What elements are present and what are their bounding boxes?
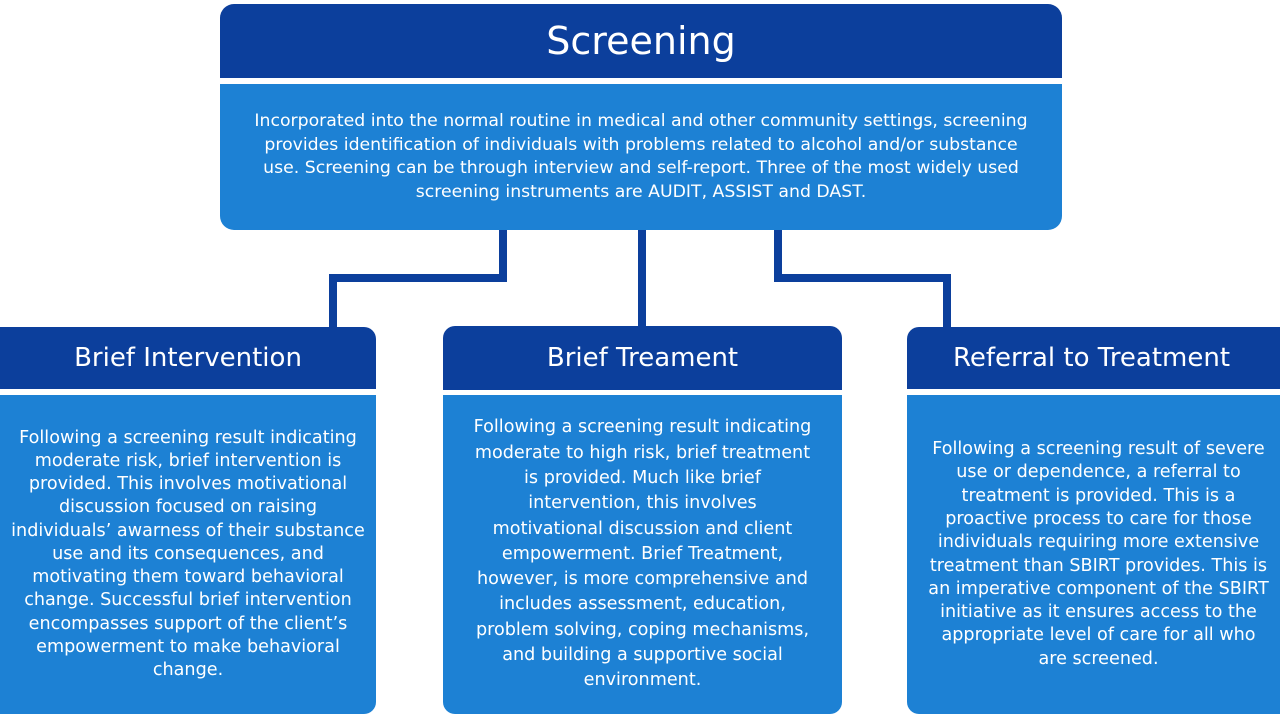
screening-header: Screening	[220, 4, 1062, 78]
connector-screening-to-referral	[774, 230, 951, 327]
referral-to-treatment-title: Referral to Treatment	[953, 343, 1231, 373]
connector-screening-to-brief-intervention	[329, 230, 507, 327]
brief-intervention-description: Following a screening result indicating …	[11, 427, 365, 680]
brief-treatment-body: Following a screening result indicating …	[443, 395, 842, 714]
referral-to-treatment-body: Following a screening result of severe u…	[907, 395, 1280, 714]
brief-treatment-description: Following a screening result indicating …	[473, 417, 812, 691]
brief-treatment-header: Brief Treament	[443, 326, 842, 390]
referral-to-treatment-header: Referral to Treatment	[907, 327, 1280, 389]
referral-to-treatment-description: Following a screening result of severe u…	[928, 439, 1269, 669]
screening-title: Screening	[546, 19, 736, 63]
screening-description: Incorporated into the normal routine in …	[254, 111, 1028, 202]
brief-treatment-title: Brief Treament	[546, 343, 739, 373]
brief-intervention-body: Following a screening result indicating …	[0, 395, 376, 714]
brief-intervention-header: Brief Intervention	[0, 327, 376, 389]
brief-intervention-title: Brief Intervention	[74, 343, 302, 373]
screening-body: Incorporated into the normal routine in …	[220, 84, 1062, 230]
